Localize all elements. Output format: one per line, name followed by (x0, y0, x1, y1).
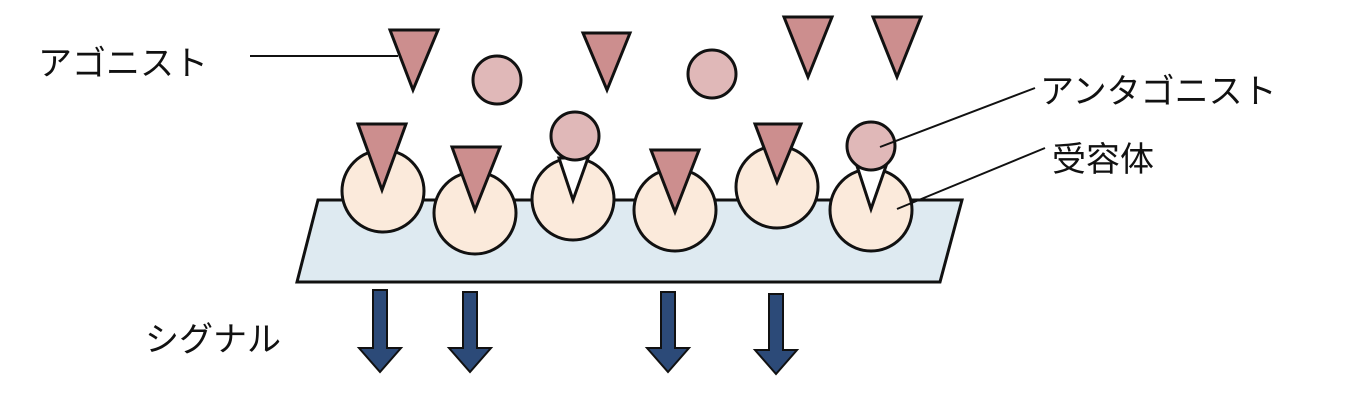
bound-agonist (355, 122, 409, 195)
free-agonist (580, 31, 633, 94)
signal-arrow-icon (752, 293, 800, 376)
bound-antagonist (549, 110, 601, 162)
signal-arrow-icon (356, 289, 404, 374)
bound-agonist (752, 122, 804, 187)
antagonist-leader-line (879, 87, 1036, 148)
signal-arrow-icon (644, 291, 692, 374)
free-agonist (387, 28, 441, 95)
agonist-label: アゴニスト (38, 44, 208, 84)
free-antagonist (471, 54, 523, 106)
antagonist-label: アンタゴニスト (1040, 72, 1277, 112)
bound-agonist (449, 145, 503, 215)
free-agonist (870, 15, 924, 82)
signal-label: シグナル (145, 320, 281, 360)
free-agonist (781, 15, 835, 82)
receptor-label: 受容体 (1052, 140, 1154, 180)
free-antagonist (686, 48, 738, 100)
bound-antagonist (845, 120, 897, 172)
signal-arrow-icon (446, 291, 494, 374)
receptor-leader-line (896, 147, 1046, 210)
bound-agonist (648, 148, 702, 217)
